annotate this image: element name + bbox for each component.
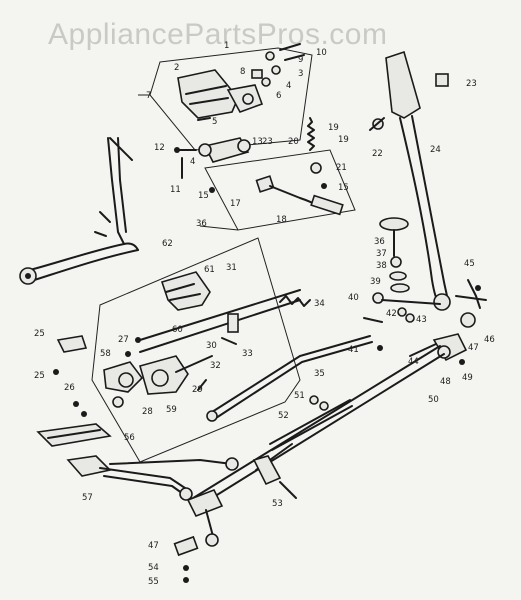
- part-label: 53: [272, 499, 283, 509]
- part-label: 25: [34, 371, 45, 381]
- part-label: 13: [252, 137, 263, 147]
- part-label: 9: [298, 55, 303, 65]
- stud-stack: [372, 217, 441, 305]
- tall-lever: [369, 50, 451, 311]
- part-label: 11: [170, 185, 181, 195]
- part-label: 59: [166, 405, 177, 415]
- part-label: 27: [118, 335, 129, 345]
- part-label: 2: [174, 63, 179, 73]
- part-label: 33: [242, 349, 253, 359]
- part-label: 60: [172, 325, 183, 335]
- part-label: 15: [338, 183, 349, 193]
- upper-bracket-assembly: [177, 43, 305, 121]
- part-label: 44: [408, 357, 419, 367]
- part-label: 12: [154, 143, 165, 153]
- part-number-labels: 1 2 3 4 6 5 7 8 9 10 11 12 13 4 15 17 18…: [34, 41, 495, 587]
- part-label: 31: [226, 263, 237, 273]
- part-label: 62: [162, 239, 173, 249]
- part-label: 5: [212, 117, 217, 127]
- lower-link-53: [186, 455, 297, 547]
- main-shaft-box: [91, 237, 301, 463]
- part-label: 57: [82, 493, 93, 503]
- part-label: 42: [386, 309, 397, 319]
- part-label: 58: [100, 349, 111, 359]
- part-label: 28: [142, 407, 153, 417]
- part-label: 41: [348, 345, 359, 355]
- part-label: 43: [416, 315, 427, 325]
- rod-35: [206, 335, 373, 422]
- part-label: 30: [206, 341, 217, 351]
- spring-bar-leader: [199, 225, 239, 231]
- part-label: 50: [428, 395, 439, 405]
- part-label: 7: [146, 91, 151, 101]
- part-label: 56: [124, 433, 135, 443]
- part-label: 21: [336, 163, 347, 173]
- part-label: 32: [210, 361, 221, 371]
- right-linkage: [363, 279, 487, 365]
- lower-screws: [173, 535, 199, 583]
- part-label: 3: [298, 69, 303, 79]
- part-label: 51: [294, 391, 305, 401]
- part-label: 19: [338, 135, 349, 145]
- part-label: 36: [196, 219, 207, 229]
- part-label: 4: [190, 157, 195, 167]
- part-label: 47: [468, 343, 479, 353]
- part-label: 19: [328, 123, 339, 133]
- part-label: 38: [376, 261, 387, 271]
- part-label: 15: [198, 191, 209, 201]
- spring-bar-box: [204, 149, 356, 231]
- part-label: 23: [262, 137, 273, 147]
- spring-19: [307, 117, 327, 189]
- part-label: 8: [240, 67, 245, 77]
- part-label: 54: [148, 563, 159, 573]
- part-label: 4: [286, 81, 291, 91]
- main-shaft-assembly: [53, 271, 311, 408]
- part-label: 22: [372, 149, 383, 159]
- part-label: 46: [484, 335, 495, 345]
- part-label: 37: [376, 249, 387, 259]
- lower-rod-52: [269, 395, 353, 451]
- part-label: 10: [316, 48, 327, 58]
- part-label: 24: [430, 145, 441, 155]
- part-label: 1: [224, 41, 229, 51]
- part-label: 47: [148, 541, 159, 551]
- part-label: 20: [288, 137, 299, 147]
- part-label: 23: [466, 79, 477, 89]
- part-label: 36: [374, 237, 385, 247]
- part-label: 34: [314, 299, 325, 309]
- part-label: 40: [348, 293, 359, 303]
- part-label: 61: [204, 265, 215, 275]
- part-label: 18: [276, 215, 287, 225]
- part-label: 25: [34, 329, 45, 339]
- part-label: 29: [192, 385, 203, 395]
- part-label: 39: [370, 277, 381, 287]
- part-label: 45: [464, 259, 475, 269]
- foot-lever-57: [66, 455, 239, 501]
- part-label: 55: [148, 577, 159, 587]
- watermark: AppliancePartsPros.com: [48, 18, 388, 51]
- part-label: 35: [314, 369, 325, 379]
- part-label: 17: [230, 199, 241, 209]
- part-label: 48: [440, 377, 451, 387]
- foot-lever-56: [36, 401, 112, 447]
- linkage-arm: [174, 137, 251, 193]
- spring-bar: [255, 175, 344, 216]
- knee-lifter-lever: [19, 137, 139, 285]
- part-label: 6: [276, 91, 281, 101]
- part-label: 52: [278, 411, 289, 421]
- part-label: 26: [64, 383, 75, 393]
- part-label: 49: [462, 373, 473, 383]
